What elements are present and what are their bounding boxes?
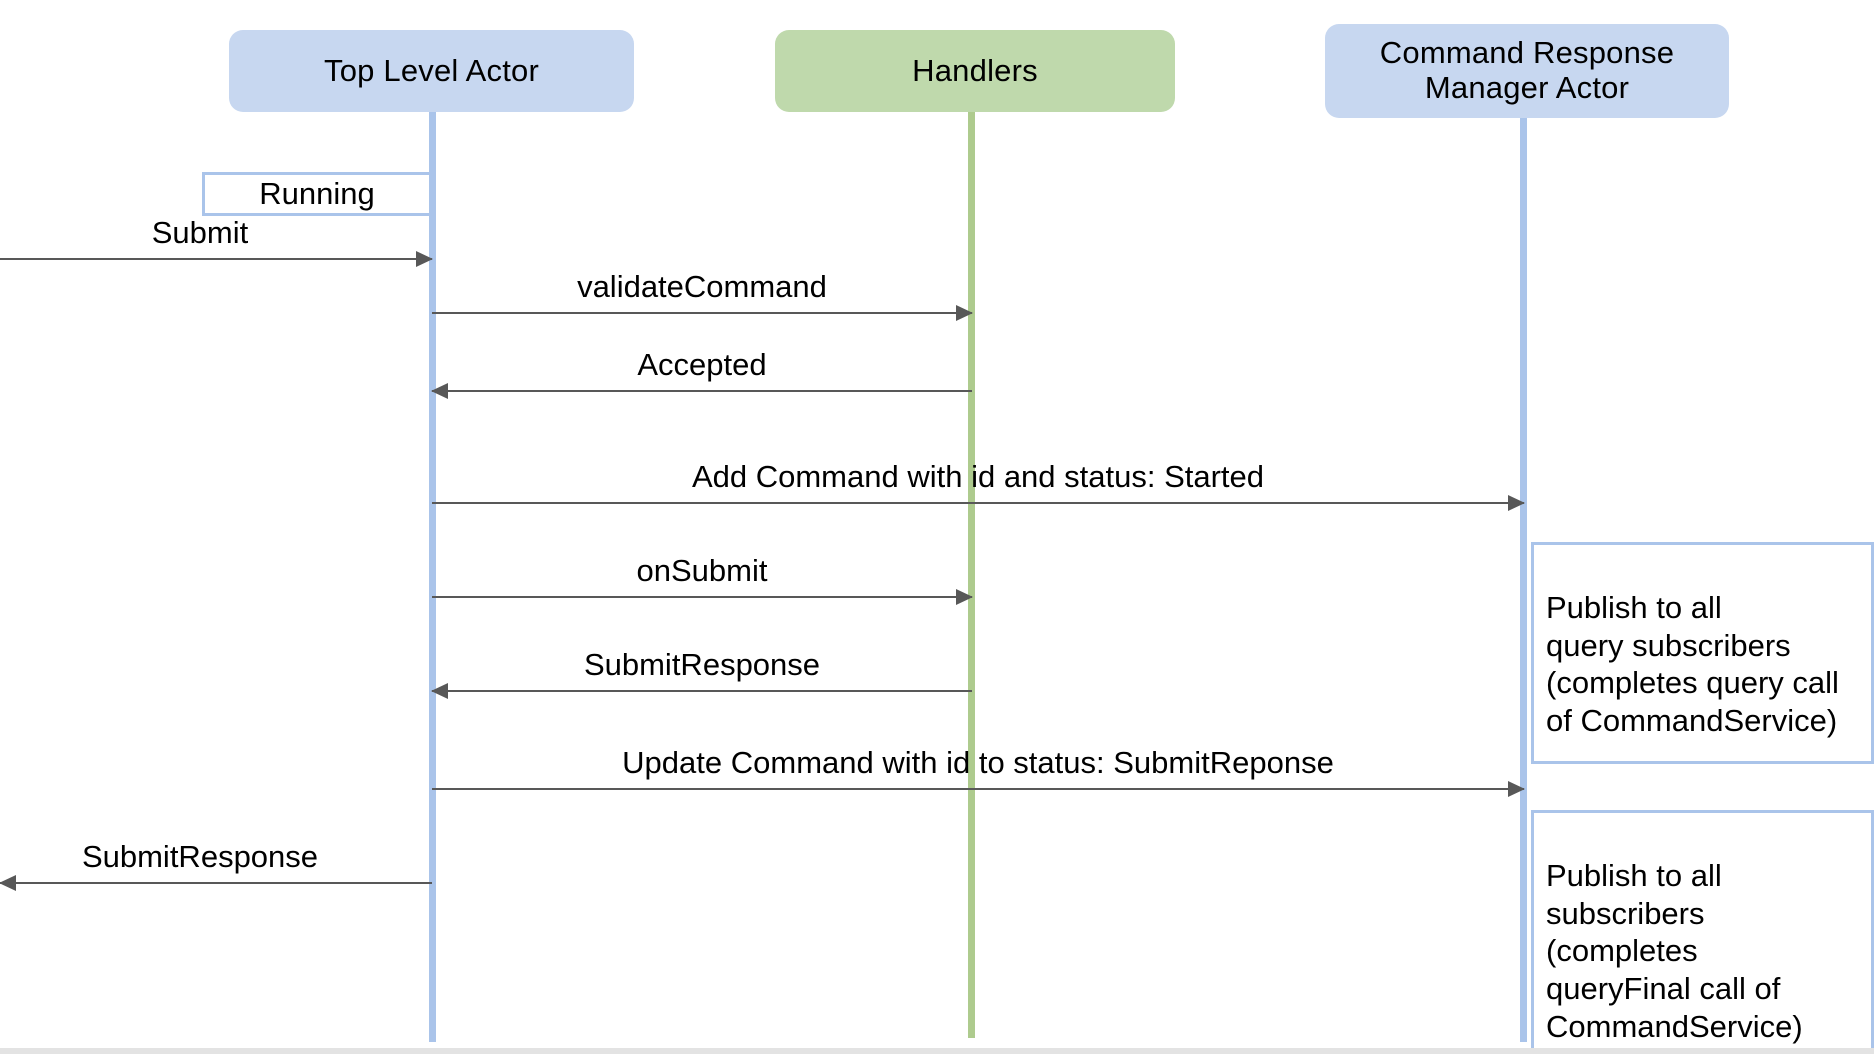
note-publish-all-subscribers-text: Publish to all subscribers (completes qu… <box>1546 857 1803 1045</box>
participant-handlers-label: Handlers <box>912 52 1038 88</box>
arrow-head-right-icon <box>416 251 433 267</box>
note-publish-all-subscribers: Publish to all subscribers (completes qu… <box>1531 810 1874 1054</box>
message-validate-command-line <box>432 312 972 314</box>
message-update-command-line <box>432 788 1524 790</box>
message-validate-command-label: validateCommand <box>577 269 827 304</box>
lifeline-handlers <box>968 112 975 1038</box>
arrow-head-left-icon <box>431 683 448 699</box>
note-publish-query-subscribers: Publish to all query subscribers (comple… <box>1531 542 1874 764</box>
message-accepted-line <box>432 390 972 392</box>
lifeline-command-response-manager-actor <box>1520 118 1527 1042</box>
message-submit-label: Submit <box>151 215 249 250</box>
arrow-head-right-icon <box>1508 781 1525 797</box>
arrow-head-left-icon <box>431 383 448 399</box>
participant-top-level-actor[interactable]: Top Level Actor <box>229 30 634 112</box>
window-bottom-edge <box>0 1048 1874 1054</box>
message-accepted-label: Accepted <box>637 347 767 382</box>
state-label-running-text: Running <box>259 176 375 211</box>
message-on-submit-label: onSubmit <box>636 553 768 588</box>
message-submit-response-external-label: SubmitResponse <box>81 839 319 874</box>
arrow-head-left-icon <box>0 875 16 891</box>
message-submit-line <box>0 258 432 260</box>
arrow-head-right-icon <box>956 589 973 605</box>
participant-command-response-manager-actor-label: Command Response Manager Actor <box>1379 35 1675 105</box>
participant-top-level-actor-label: Top Level Actor <box>324 52 539 88</box>
state-label-running: Running <box>202 172 432 216</box>
message-on-submit-line <box>432 596 972 598</box>
message-update-command-label: Update Command with id to status: Submit… <box>622 745 1334 780</box>
message-submit-response-external-line <box>0 882 432 884</box>
message-submit-response-handlers-line <box>432 690 972 692</box>
participant-handlers[interactable]: Handlers <box>775 30 1175 112</box>
message-add-command-label: Add Command with id and status: Started <box>691 459 1265 494</box>
message-submit-response-handlers-label: SubmitResponse <box>583 647 821 682</box>
arrow-head-right-icon <box>956 305 973 321</box>
participant-command-response-manager-actor[interactable]: Command Response Manager Actor <box>1325 24 1729 118</box>
message-add-command-line <box>432 502 1524 504</box>
arrow-head-right-icon <box>1508 495 1525 511</box>
lifeline-top-level-actor <box>429 112 436 1042</box>
note-publish-query-subscribers-text: Publish to all query subscribers (comple… <box>1546 589 1839 739</box>
